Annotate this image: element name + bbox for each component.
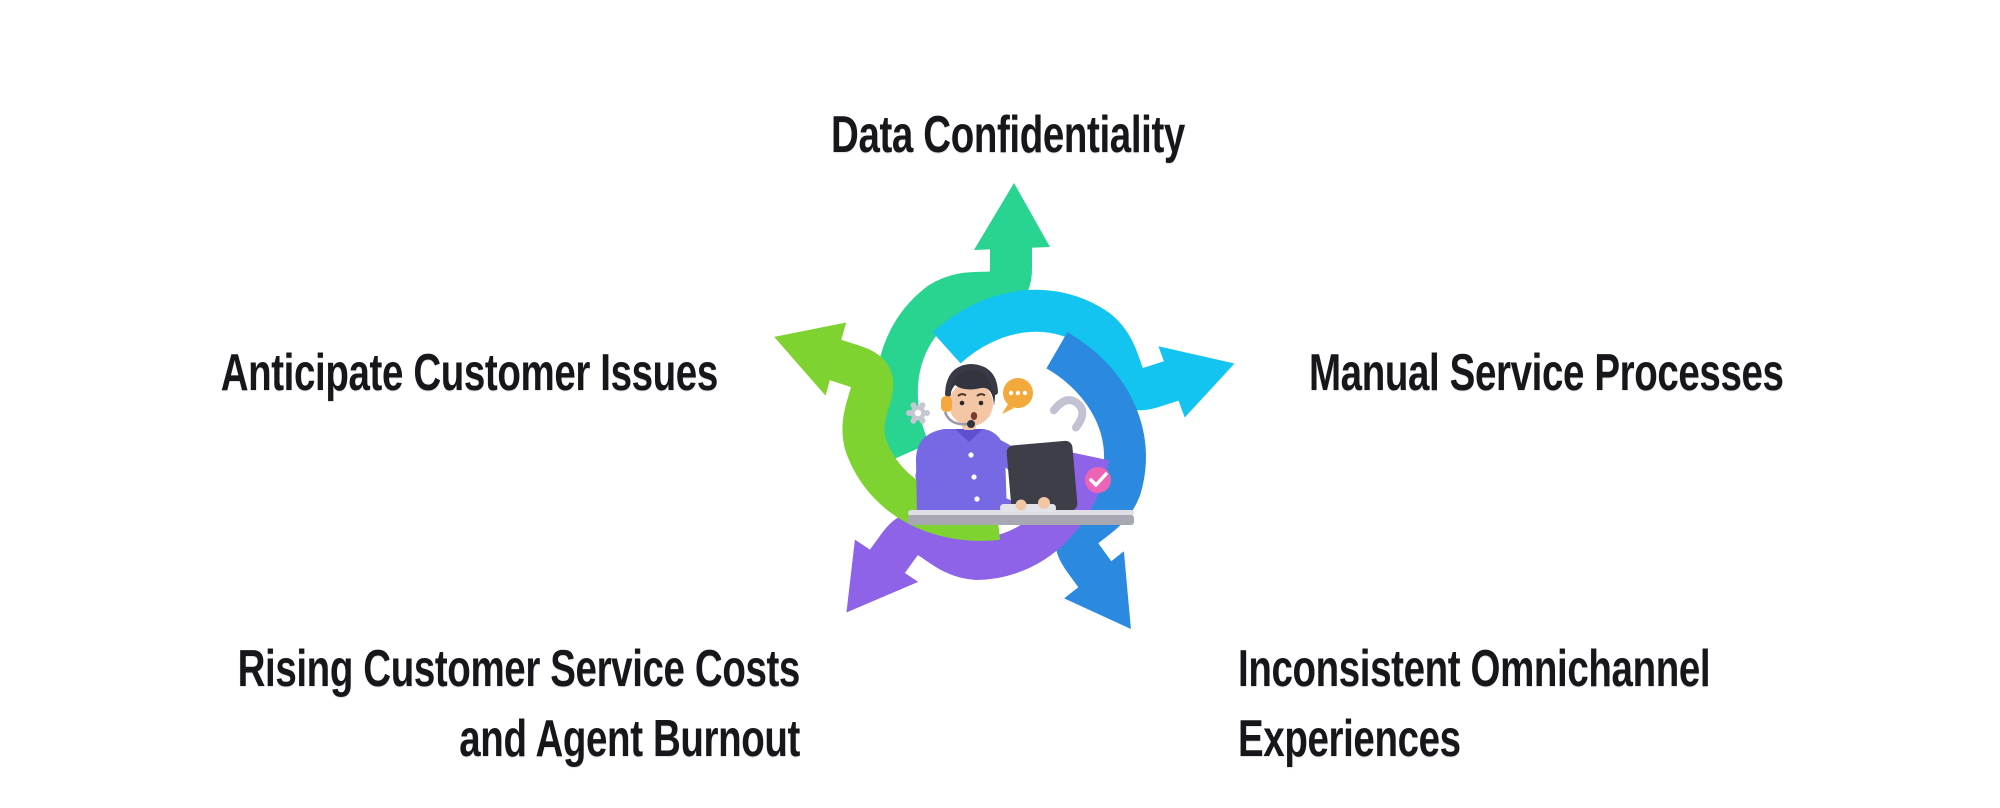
- headset-band-icon: [945, 363, 998, 397]
- label-inconsistent-omnichannel: Inconsistent Omnichannel Experiences: [1238, 634, 1711, 774]
- agent-collar: [955, 429, 983, 442]
- agent-left-arm: [915, 466, 1015, 518]
- arrow-right: [932, 289, 1235, 418]
- headset-earcup: [941, 396, 952, 412]
- label-manual-service-processes: Manual Service Processes: [1309, 344, 1784, 402]
- shirt-button: [974, 496, 980, 502]
- check-badge-icon: [1085, 467, 1111, 493]
- monitor: [1006, 440, 1078, 516]
- arrow-right-head: [1158, 346, 1235, 418]
- agent-hand: [1038, 497, 1050, 509]
- agent-eyebrow: [976, 393, 986, 397]
- arrow-up: [875, 183, 1050, 461]
- label-line: Rising Customer Service Costs: [237, 640, 801, 698]
- label-line: and Agent Burnout: [459, 710, 800, 768]
- desk-top: [908, 510, 1134, 516]
- agent-hair: [946, 368, 996, 406]
- arrow-down-right-head: [1064, 551, 1131, 630]
- chat-bubble-icon: [1002, 378, 1033, 414]
- agent-eye: [959, 400, 965, 406]
- label-data-confidentiality: Data Confidentiality: [831, 106, 1185, 164]
- arrow-down-left-head: [846, 539, 919, 613]
- desk-body: [908, 515, 1134, 525]
- gear-icon: [906, 402, 930, 424]
- shirt-button: [968, 452, 974, 458]
- arrow-right-shaft: [932, 289, 1181, 411]
- label-anticipate-customer-issues: Anticipate Customer Issues: [220, 344, 719, 402]
- arrow-up-shaft: [875, 246, 1032, 461]
- agent-mouth: [970, 412, 978, 420]
- label-line: Experiences: [1238, 710, 1461, 768]
- phone-icon: [1049, 396, 1087, 432]
- arrow-up-head: [974, 183, 1050, 250]
- agent-face: [949, 382, 993, 426]
- agent-eyebrow: [957, 393, 967, 397]
- label-rising-costs-agent-burnout: Rising Customer Service Costs and Agent …: [237, 634, 801, 774]
- label-line: Inconsistent Omnichannel: [1238, 640, 1711, 698]
- headset-mic-tip: [967, 420, 975, 428]
- shirt-button: [971, 474, 977, 480]
- headset-mic: [943, 411, 969, 426]
- agent-illustration: [906, 363, 1134, 525]
- arrow-up-left-head: [774, 322, 847, 396]
- arrow-down-right-shaft: [1045, 332, 1146, 589]
- arrow-down-right: [1045, 332, 1146, 630]
- agent-hand: [1015, 499, 1027, 511]
- agent-eye: [978, 400, 984, 406]
